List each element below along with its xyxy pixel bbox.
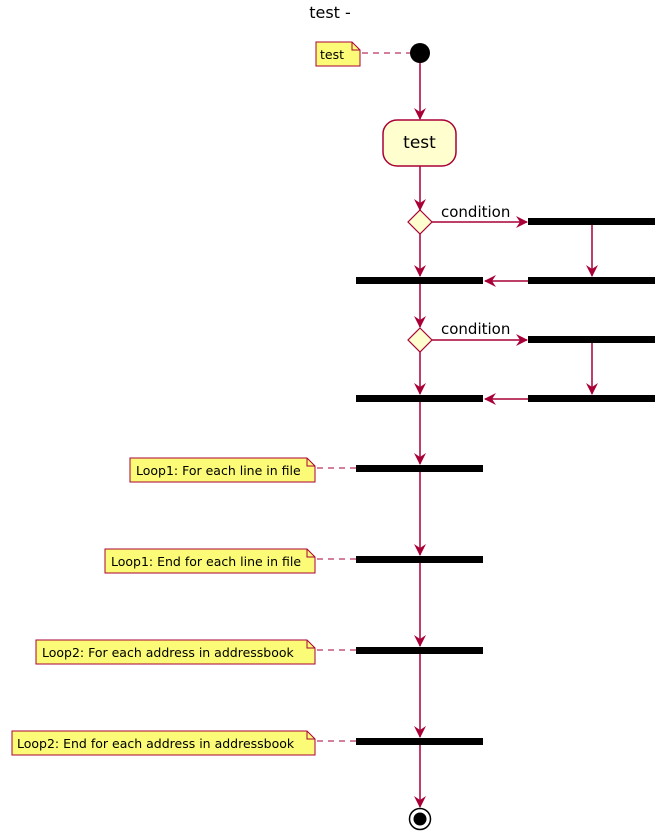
loop-note-3-text: Loop2: For each address in addressbook: [42, 645, 295, 660]
activity-box: test: [382, 119, 457, 167]
start-note: test: [315, 41, 361, 67]
loop-note-4: Loop2: End for each address in addressbo…: [11, 730, 316, 756]
decision-label-2: condition: [441, 320, 510, 338]
start-node: [410, 43, 430, 63]
loop-note-1-text: Loop1: For each line in file: [136, 463, 301, 478]
decision-label-1: condition: [441, 203, 510, 221]
diagram-title: test -: [309, 3, 351, 22]
loop-note-2-text: Loop1: End for each line in file: [111, 554, 301, 569]
loop-bar-2: [356, 556, 483, 563]
fork-bar: [528, 218, 655, 225]
decision-diamond-2: [407, 327, 433, 353]
join-bar: [528, 277, 655, 284]
merge-bar: [356, 277, 483, 284]
fork-bar: [528, 336, 655, 343]
loop-note-1: Loop1: For each line in file: [129, 457, 316, 483]
decision-diamond-1: [407, 209, 433, 235]
loop-note-3: Loop2: For each address in addressbook: [35, 639, 316, 665]
loop-bar-3: [356, 647, 483, 654]
end-node: [408, 807, 432, 831]
loop-note-4-text: Loop2: End for each address in addressbo…: [17, 736, 295, 751]
merge-bar: [356, 395, 483, 402]
activity-label: test: [403, 133, 436, 153]
loop-note-2: Loop1: End for each line in file: [104, 548, 316, 574]
loop-bar-1: [356, 465, 483, 472]
loop-bar-4: [356, 738, 483, 745]
join-bar: [528, 395, 655, 402]
start-note-text: test: [320, 47, 344, 62]
